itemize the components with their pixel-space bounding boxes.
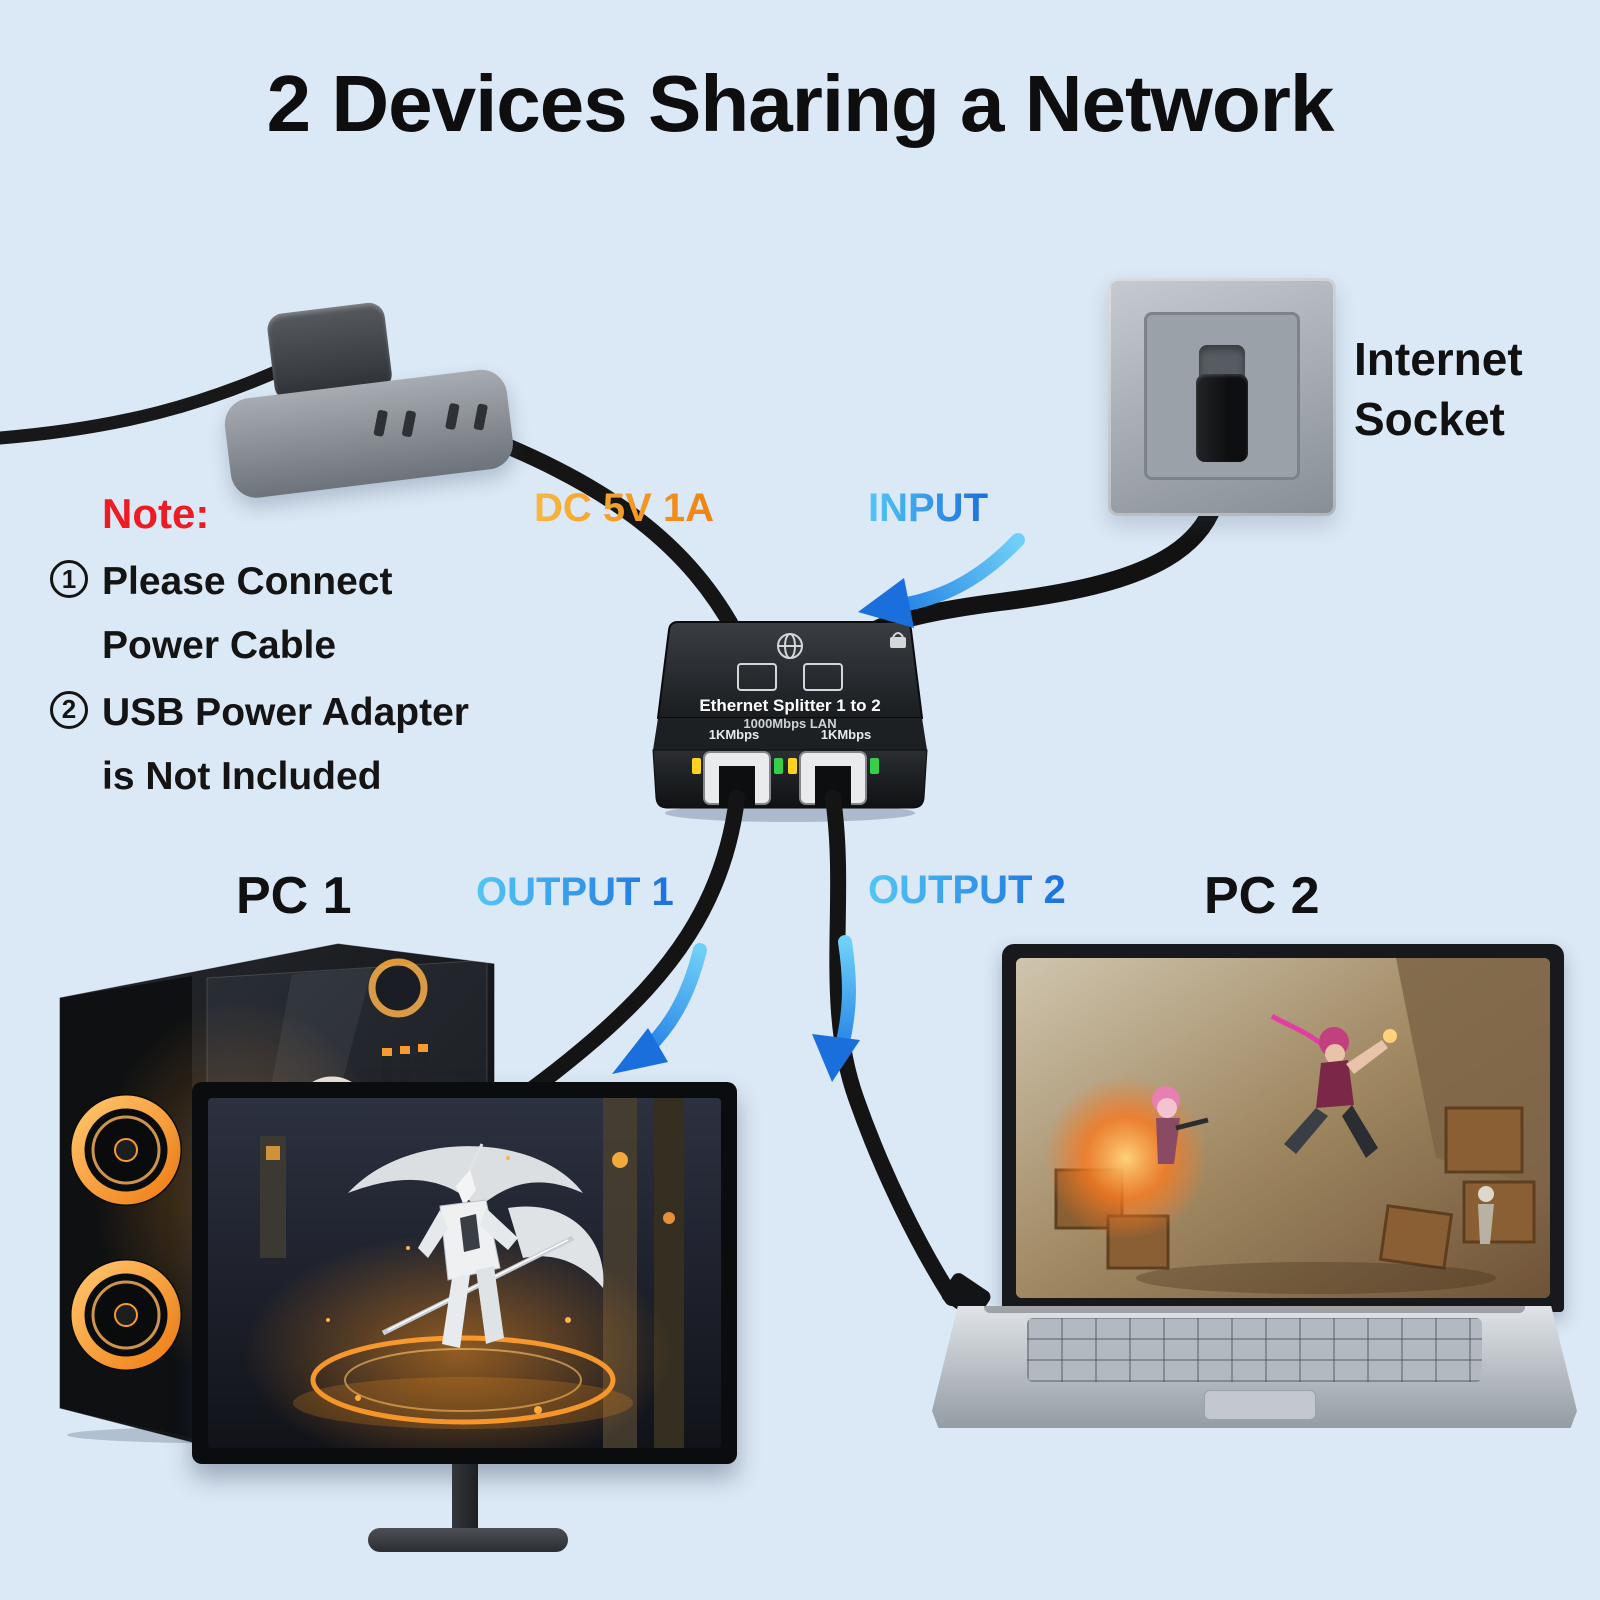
laptop-keyboard [1027,1318,1482,1382]
output2-label: OUTPUT 2 [868,868,1066,912]
output1-arrow [612,943,707,1074]
output2-cable [825,790,960,1306]
white-mech-warrior [348,1143,604,1348]
rgb-fan-bottom [70,1259,182,1371]
splitter-subtitle: 1000Mbps LAN [743,716,837,731]
led-yellow [692,758,701,774]
note-marker-1: 1 [50,560,88,598]
port1-speed-label: 1KMbps [708,727,760,742]
laptop-base [932,1306,1577,1428]
page-title: 2 Devices Sharing a Network [266,59,1335,148]
ethernet-plug [1196,374,1248,462]
monitor [192,1082,737,1464]
laptop-touchpad [1204,1390,1316,1420]
rj45-port-1 [703,751,771,808]
note-text-2: USB Power Adapter is Not Included [102,690,469,799]
note-item-1: 1 Please Connect Power Cable [50,550,490,679]
note-item-2: 2 USB Power Adapter is Not Included [50,681,490,810]
note-block: Note: 1 Please Connect Power Cable 2 USB… [50,490,490,811]
dc-power-label: DC 5V 1A [534,486,715,530]
output1-label: OUTPUT 1 [476,870,674,914]
port1-icon [737,663,777,691]
monitor-stand-neck [452,1464,478,1530]
internet-wall-socket [1108,278,1336,516]
laptop-game-art [1016,958,1550,1298]
output2-arrow [812,935,860,1082]
internet-socket-label: Internet Socket [1354,330,1523,450]
input-label: INPUT [868,486,988,530]
rgb-fan-topface [368,958,428,1018]
energy-ring [310,1335,616,1425]
network-globe-icon [777,633,803,659]
lock-icon [890,632,906,648]
power-to-splitter-cable [454,420,750,653]
led-green [774,758,783,774]
muzzle-flash [1383,1029,1397,1043]
power-inlet-cable [0,355,305,445]
monitor-art-svg [208,1098,721,1448]
rgb-fan-top [70,1094,182,1206]
port2-speed-label: 1KMbps [820,727,872,742]
pink-haired-character [1152,1086,1209,1164]
led-yellow [788,758,797,774]
laptop-art-svg [1016,958,1550,1298]
splitter-lip [653,718,927,750]
internet-socket-label-line2: Socket [1354,392,1505,445]
note-marker-2: 2 [50,690,88,729]
input-arrow [858,533,1025,628]
jumping-heroine [1270,1013,1397,1158]
monitor-stand-base [368,1528,568,1552]
port2-icon [803,663,843,691]
ground-shadow [1136,1262,1496,1294]
laptop-hinge [983,1306,1526,1313]
pc1-label: PC 1 [236,867,352,925]
lantern [663,1212,675,1224]
note-text-1: Please Connect Power Cable [102,560,393,668]
laptop-screen [1002,944,1564,1312]
pc2-label: PC 2 [1204,867,1320,925]
floor-glow [293,1377,633,1429]
sparks [326,1156,571,1414]
monitor-game-art [208,1098,721,1448]
energy-ring-inner [344,1348,582,1412]
note-heading: Note: [102,490,210,537]
led-green [870,758,879,774]
internet-socket-label-line1: Internet [1354,333,1523,385]
distant-figure [1478,1186,1494,1244]
splitter-title: Ethernet Splitter 1 to 2 [699,696,881,715]
lantern [612,1152,628,1168]
